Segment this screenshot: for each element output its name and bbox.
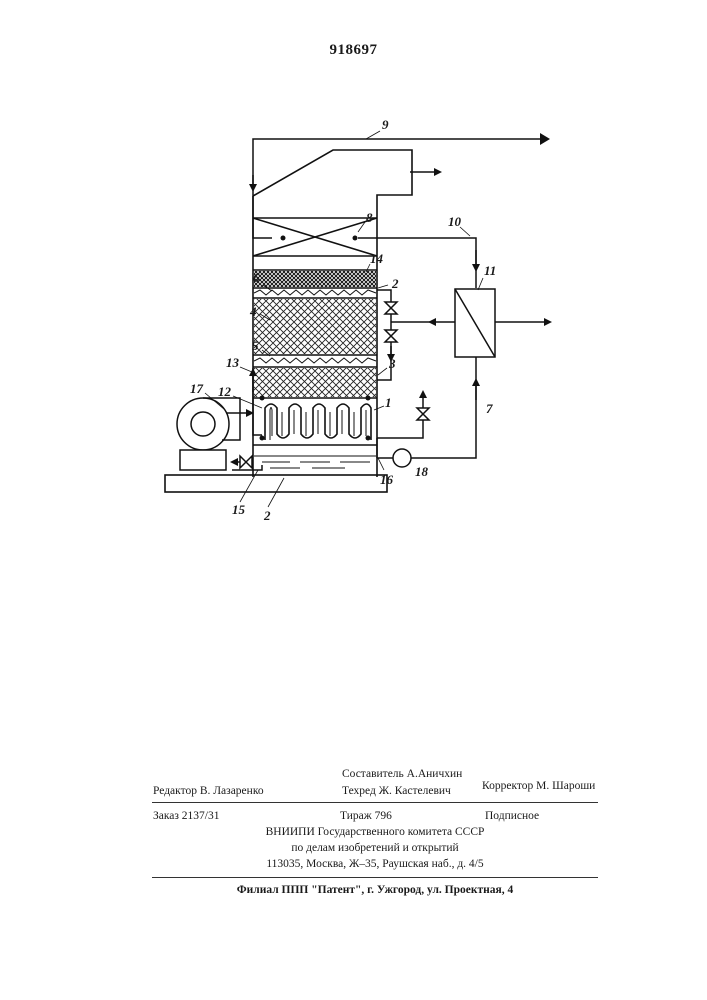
label-14: 14 (370, 251, 384, 266)
label-5: 5 (252, 338, 259, 353)
order: Заказ 2137/31 (153, 810, 220, 822)
serpentine-coil-1 (264, 403, 372, 440)
label-17: 17 (190, 381, 204, 396)
label-4: 4 (249, 304, 257, 319)
pump-18 (392, 448, 412, 468)
distributor-5 (253, 357, 377, 364)
base-plate (164, 474, 388, 493)
label-15: 15 (232, 502, 246, 517)
techred: Техред Ж. Кастелевич (342, 785, 451, 797)
label-10: 10 (448, 214, 462, 229)
packing-4 (254, 299, 376, 354)
label-11: 11 (484, 263, 496, 278)
org-line-1: ВНИИПИ Государственного комитета СССР (265, 826, 485, 838)
label-2-bottom: 2 (263, 508, 271, 523)
label-6: 6 (253, 270, 260, 285)
compiler: Составитель А.Аничхин (342, 768, 463, 780)
label-18: 18 (415, 464, 429, 479)
org-line-2: по делам изобретений и открытий (291, 842, 459, 854)
branch: Филиал ППП "Патент", г. Ужгород, ул. Про… (236, 884, 514, 896)
label-8: 8 (366, 210, 373, 225)
label-9: 9 (382, 117, 389, 132)
divider-bottom (152, 877, 598, 878)
circulation: Тираж 796 (340, 810, 392, 822)
packing-14 (254, 271, 376, 287)
patent-number: 918697 (329, 42, 378, 58)
label-13: 13 (226, 355, 240, 370)
label-2-top: 2 (391, 276, 399, 291)
corrector: Корректор М. Шароши (482, 780, 596, 792)
outlet-hood (252, 149, 413, 218)
label-1: 1 (385, 395, 392, 410)
packing-3 (254, 368, 376, 397)
editor: Редактор В. Лазаренко (153, 785, 264, 797)
distributor-6 (253, 289, 377, 296)
label-16: 16 (380, 472, 394, 487)
label-7: 7 (486, 401, 493, 416)
divider-top (152, 802, 598, 803)
line-9 (252, 138, 547, 239)
label-3: 3 (388, 356, 396, 371)
label-12: 12 (218, 384, 232, 399)
address: 113035, Москва, Ж–35, Раушская наб., д. … (266, 858, 484, 870)
subscription: Подписное (485, 810, 540, 822)
apparatus-diagram: 9 8 10 11 14 6 2 4 5 13 3 17 12 1 7 18 1… (164, 117, 552, 523)
